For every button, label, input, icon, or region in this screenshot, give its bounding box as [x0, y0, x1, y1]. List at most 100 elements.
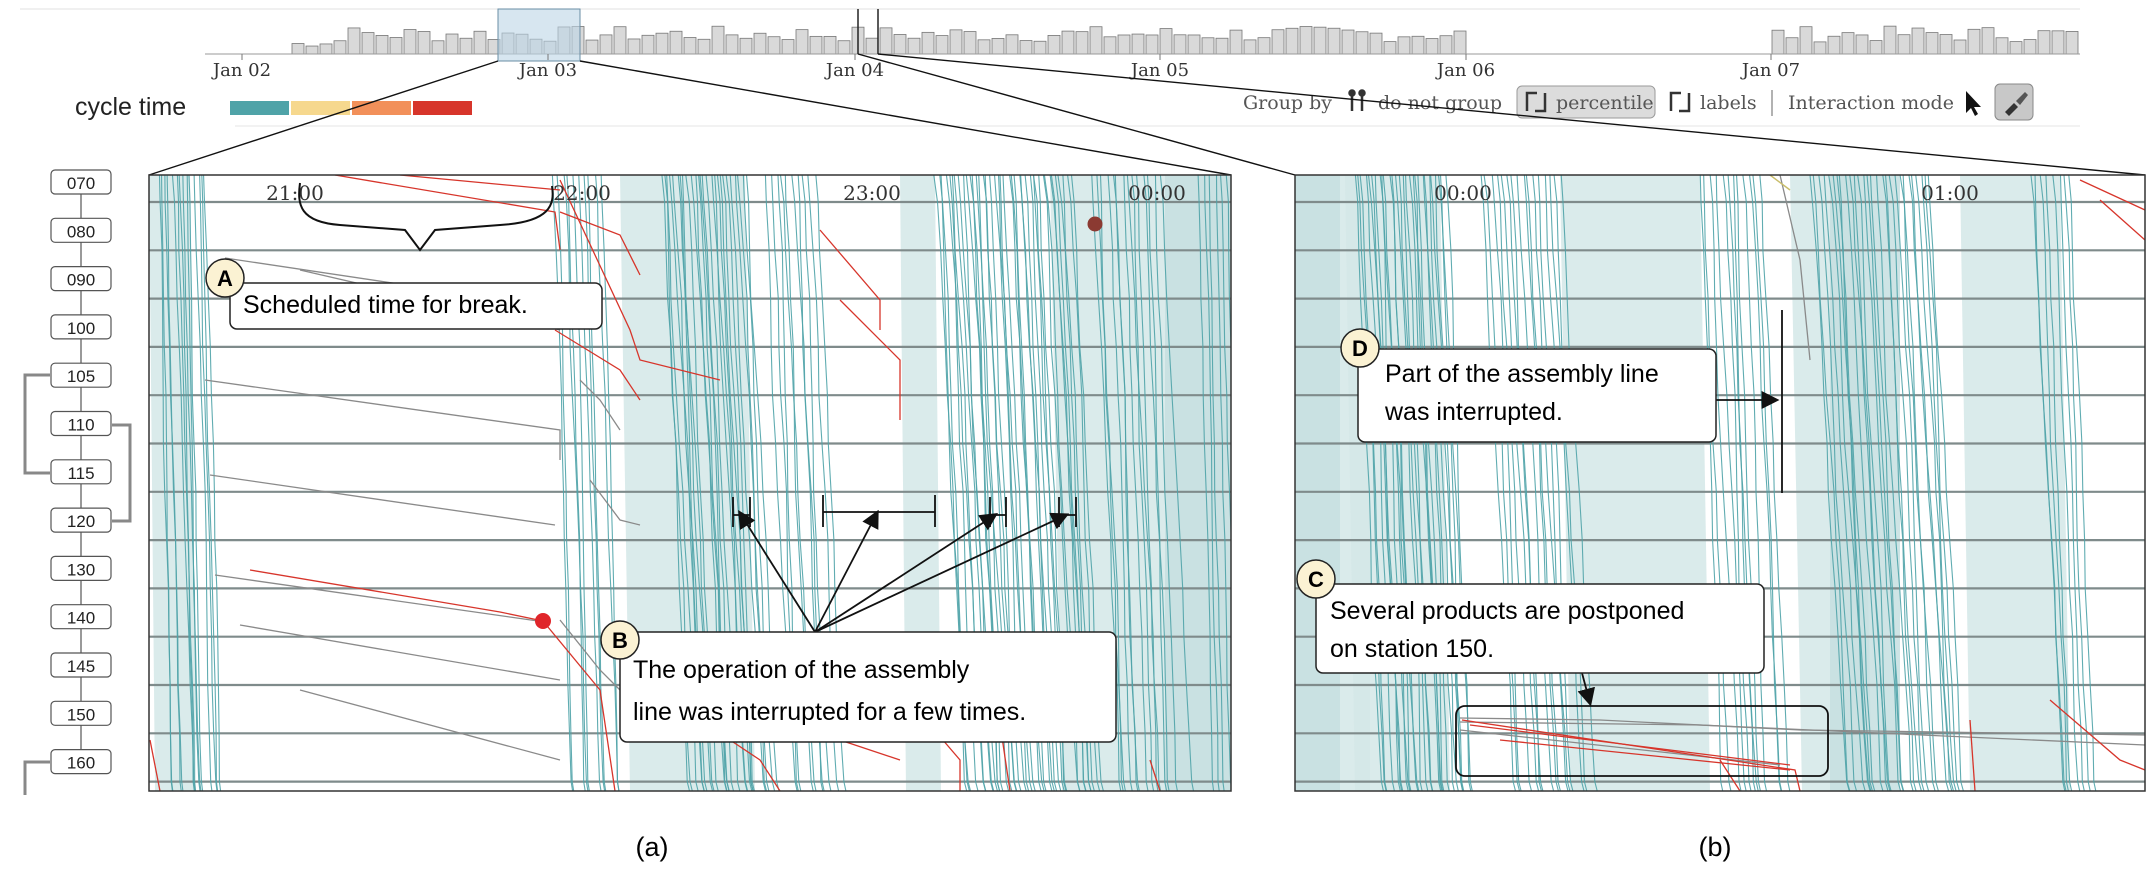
- station-box[interactable]: [50, 266, 112, 292]
- histogram-bar: [1995, 37, 2009, 55]
- histogram-bar: [1033, 40, 1047, 55]
- event-marker-red[interactable]: [535, 613, 551, 629]
- station-group-brackets: [23, 373, 132, 795]
- histogram-bar: [1117, 34, 1131, 55]
- station-label: 080: [67, 222, 95, 241]
- histogram-bar: [683, 37, 697, 55]
- histogram-bar: [1145, 34, 1159, 55]
- histogram-bar: [991, 38, 1005, 55]
- histogram-bar: [1897, 34, 1911, 55]
- zoom-guides: [148, 53, 2146, 176]
- histogram-bar: [1047, 35, 1061, 55]
- histogram-bar: [669, 30, 683, 55]
- histogram-bar: [361, 32, 375, 55]
- callout-d: D Part of the assembly line was interrup…: [1340, 328, 1717, 443]
- timeline-date-label: Jan 04: [824, 60, 884, 81]
- station-label: 110: [67, 416, 94, 435]
- callout-a-letter: A: [217, 266, 233, 291]
- histogram-bar: [963, 31, 977, 55]
- histogram-bar: [389, 37, 403, 55]
- histogram-bar: [1981, 27, 1995, 55]
- histogram-bar: [1159, 28, 1173, 55]
- station-box[interactable]: [50, 314, 112, 340]
- histogram-bar: [1061, 30, 1075, 55]
- station-box[interactable]: [50, 459, 112, 485]
- histogram-bar: [1883, 25, 1897, 55]
- labels-button[interactable]: labels: [1669, 91, 1757, 114]
- do-not-group-button[interactable]: do not group: [1348, 89, 1503, 115]
- histogram-bar: [1925, 32, 1939, 55]
- histogram-bar: [641, 34, 655, 55]
- panel-b-time-label: 01:00: [1921, 181, 1979, 205]
- percentile-button[interactable]: percentile: [1516, 85, 1656, 119]
- histogram-bar: [1397, 36, 1411, 55]
- histogram-bar: [2023, 39, 2037, 55]
- histogram-bar: [1299, 26, 1313, 55]
- histogram-bar: [823, 35, 837, 55]
- overview-brush-a[interactable]: [497, 8, 581, 62]
- caption-b: (b): [1699, 832, 1732, 862]
- station-label: 070: [67, 174, 95, 193]
- histogram-bar: [333, 40, 347, 55]
- station-box[interactable]: [50, 217, 112, 243]
- event-marker-brown[interactable]: [1087, 216, 1103, 232]
- station-label: 140: [67, 609, 95, 628]
- histogram-bar: [1229, 29, 1243, 55]
- station-box[interactable]: [50, 652, 112, 678]
- histogram-bar: [1271, 29, 1285, 55]
- histogram-bar: [655, 32, 669, 55]
- labels-label: labels: [1700, 92, 1757, 114]
- histogram-bar: [1799, 26, 1813, 55]
- panel-b[interactable]: 00:00 01:00 D Part of the assembly line w…: [1294, 174, 2146, 792]
- postponed-products-highlight[interactable]: [1455, 705, 1829, 777]
- legend-swatch: [413, 101, 472, 115]
- station-box[interactable]: [50, 748, 112, 775]
- pointer-cursor-icon[interactable]: [1966, 91, 1981, 116]
- station-box[interactable]: [50, 700, 112, 726]
- station-box[interactable]: [50, 410, 112, 437]
- histogram-bar: [1771, 29, 1785, 55]
- histogram-bar: [697, 38, 711, 55]
- callout-c-letter: C: [1308, 567, 1324, 592]
- station-box[interactable]: [50, 507, 112, 533]
- histogram-bar: [837, 40, 851, 55]
- histogram-bar: [711, 25, 725, 55]
- histogram-bar: [1827, 35, 1841, 55]
- brush-icon: [2005, 103, 2018, 116]
- station-label: 160: [67, 754, 95, 773]
- toolbar: Group by do not group percentile labels …: [1243, 83, 2034, 121]
- callout-a-text: Scheduled time for break.: [243, 291, 528, 319]
- histogram-bar: [347, 27, 361, 55]
- station-label: 120: [67, 512, 95, 531]
- do-not-group-icon: [1348, 89, 1366, 111]
- histogram-bar: [781, 39, 795, 55]
- station-box[interactable]: [50, 362, 112, 388]
- do-not-group-label: do not group: [1378, 92, 1502, 114]
- station-label: 115: [67, 464, 94, 483]
- histogram-bar: [753, 32, 767, 55]
- callout-b-text-1: The operation of the assembly: [633, 656, 970, 684]
- histogram-bar: [949, 29, 963, 55]
- legend-label: cycle time: [75, 93, 186, 121]
- callout-d-letter: D: [1352, 336, 1368, 361]
- brush-mode-button[interactable]: [1994, 83, 2034, 121]
- percentile-label: percentile: [1556, 92, 1654, 114]
- callout-d-text-1: Part of the assembly line: [1385, 360, 1659, 388]
- callout-d-text-2: was interrupted.: [1384, 398, 1563, 426]
- timeline-date-label: Jan 02: [211, 60, 271, 81]
- station-box[interactable]: [50, 604, 112, 630]
- station-box[interactable]: [50, 555, 112, 582]
- histogram-bar: [585, 39, 599, 55]
- histogram-bar: [1201, 37, 1215, 55]
- panel-b-time-label: 00:00: [1434, 181, 1492, 205]
- histogram-bar: [1439, 35, 1453, 55]
- histogram-bar: [403, 29, 417, 55]
- histogram-bar: [1383, 41, 1397, 55]
- histogram-bar: [725, 34, 739, 55]
- histogram-bar: [1327, 27, 1341, 55]
- station-box[interactable]: [50, 169, 112, 195]
